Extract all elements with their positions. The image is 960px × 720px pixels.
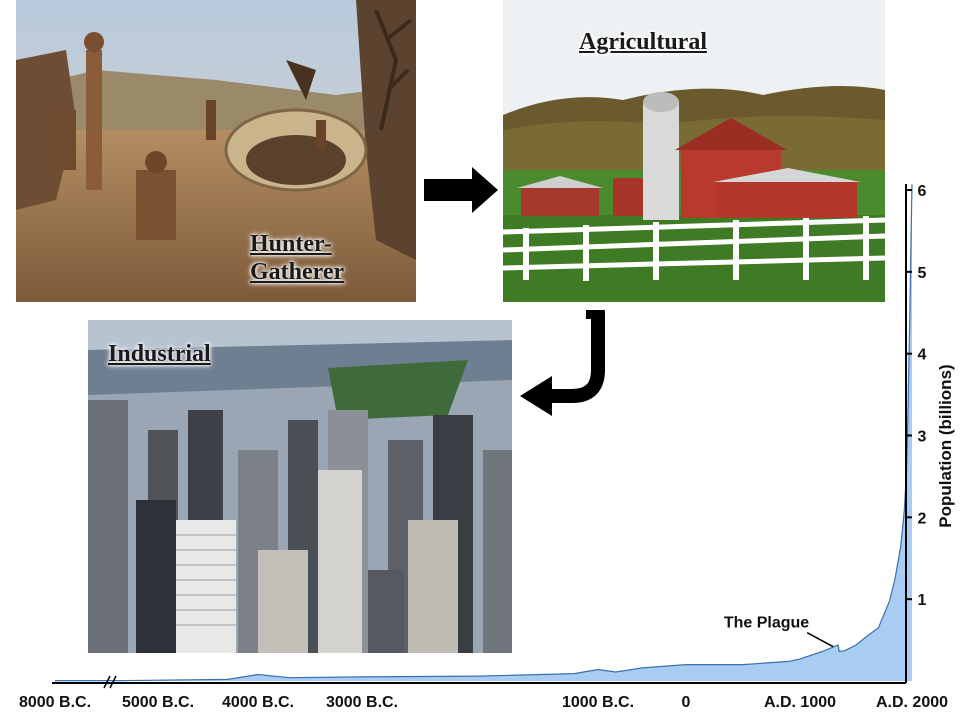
annotation-layer: The Plague	[724, 615, 834, 648]
population-line	[55, 184, 913, 682]
axes-layer	[52, 184, 907, 689]
hunter-gatherer-photo	[16, 0, 416, 302]
y-tick-label: 3	[918, 429, 927, 446]
y-tick-label: 6	[918, 183, 927, 200]
y-tick-label: 5	[918, 265, 927, 282]
x-tick-label: 1000 B.C.	[562, 694, 634, 711]
x-tick-layer: 8000 B.C. 5000 B.C. 4000 B.C. 3000 B.C. 1000…	[19, 694, 948, 711]
axis-break-mark	[103, 675, 117, 689]
arrow-right-icon	[424, 167, 498, 213]
y-tick-label: 1	[918, 592, 927, 609]
x-tick-label: 4000 B.C.	[222, 694, 294, 711]
hunter-gatherer-label-line2: Gatherer	[250, 259, 345, 285]
hunter-gatherer-label-line1: Hunter-	[250, 231, 332, 257]
x-tick-label: 3000 B.C.	[326, 694, 398, 711]
y-axis-label: Population (billions)	[936, 364, 955, 527]
population-area-layer	[55, 184, 913, 682]
x-tick-label: 5000 B.C.	[122, 694, 194, 711]
hunter-gatherer-label: Hunter- Gatherer	[250, 230, 390, 286]
agricultural-photo	[503, 0, 885, 302]
annotation-leader-line	[806, 632, 834, 648]
curved-arrow-down-left-icon	[520, 310, 605, 416]
plague-annotation: The Plague	[724, 615, 809, 632]
y-tick-label: 4	[918, 347, 927, 364]
y-tick-label: 2	[918, 510, 927, 527]
x-tick-label: A.D. 2000	[876, 694, 948, 711]
x-tick-label: A.D. 1000	[764, 694, 836, 711]
x-tick-label: 0	[682, 694, 691, 711]
industrial-label: Industrial	[108, 341, 211, 367]
y-tick-layer: 1 2 3 4 5 6	[906, 183, 927, 609]
agricultural-label: Agricultural	[579, 29, 707, 55]
industrial-photo	[88, 320, 512, 653]
population-area	[55, 184, 912, 682]
x-tick-label: 8000 B.C.	[19, 694, 91, 711]
